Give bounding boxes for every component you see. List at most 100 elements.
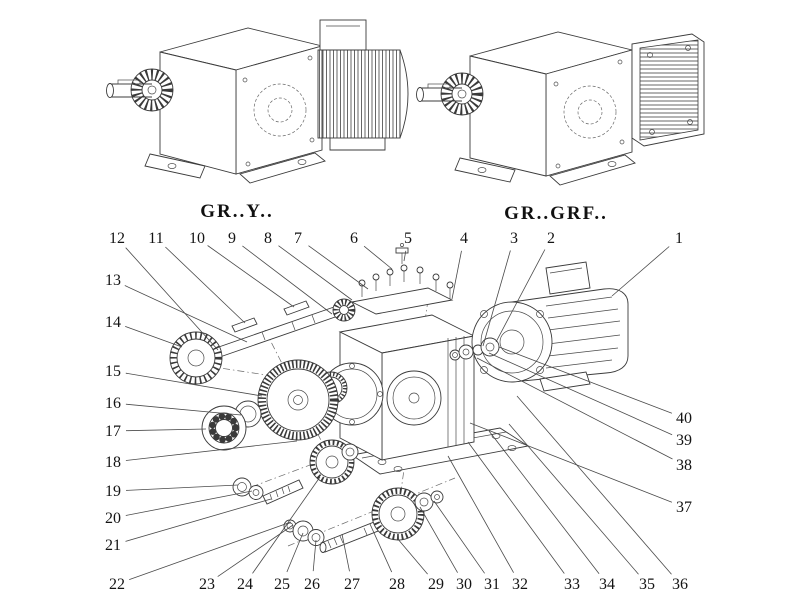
part-callout-23: 23 [199,576,215,593]
assembly-view-gr-grf [416,31,705,186]
leader-line-14 [125,326,183,348]
part-callout-37: 37 [676,499,692,516]
part-callout-14: 14 [105,314,121,331]
leader-line-9 [242,245,333,315]
part-callout-6: 6 [350,230,358,247]
leader-line-24 [252,476,321,574]
leader-line-21 [125,498,272,542]
part-callout-8: 8 [264,230,272,247]
part-callout-38: 38 [676,457,692,474]
part-callout-12: 12 [109,230,125,247]
part-callout-22: 22 [109,576,125,593]
leader-line-37 [469,422,673,503]
part-callout-26: 26 [304,576,320,593]
leader-line-25 [286,532,304,573]
part-callout-1: 1 [675,230,683,247]
breather-plug [395,243,409,264]
part-callout-13: 13 [105,272,121,289]
part-callout-3: 3 [510,230,518,247]
pinion-shaft-assembly [319,487,444,553]
part-callout-32: 32 [512,576,528,593]
part-callout-2: 2 [547,230,555,247]
leader-line-4 [451,250,462,300]
leader-line-5 [403,250,407,262]
part-callout-24: 24 [237,576,253,593]
leader-line-27 [341,533,350,572]
part-callout-19: 19 [105,483,121,500]
part-callout-5: 5 [404,230,412,247]
cover-and-bolts [350,243,454,315]
bottom-washers [283,519,325,546]
leader-line-28 [369,523,393,573]
part-callout-15: 15 [105,363,121,380]
assembly-view-gr-y [106,19,409,184]
leader-line-34 [488,430,600,574]
leader-line-17 [125,428,207,432]
part-callout-34: 34 [599,576,615,593]
oil-seal-ring [169,331,223,385]
part-callout-40: 40 [676,410,692,427]
leader-line-12 [125,247,219,351]
shaft-key [283,300,310,316]
part-callout-28: 28 [389,576,405,593]
second-stage-gear [309,439,359,485]
leader-line-19 [125,484,239,491]
leader-line-15 [125,372,263,397]
leader-line-2 [495,249,546,343]
part-callout-10: 10 [189,230,205,247]
view-title-gr-y: GR..Y.. [200,201,273,222]
part-callout-36: 36 [672,576,688,593]
cover-bolts [358,264,454,299]
leader-line-18 [125,440,298,461]
leader-line-10 [207,245,295,308]
leader-line-11 [165,246,246,324]
part-callout-4: 4 [460,230,468,247]
part-callout-30: 30 [456,576,472,593]
part-callout-20: 20 [105,510,121,527]
part-callout-16: 16 [105,395,121,412]
shaft-key [231,317,258,333]
leader-line-31 [433,500,485,574]
leader-line-22 [129,521,292,580]
leader-line-39 [488,352,673,436]
part-callout-11: 11 [148,230,163,247]
part-callout-29: 29 [428,576,444,593]
motor [471,261,629,392]
leader-line-3 [482,250,511,347]
part-callout-21: 21 [105,537,121,554]
part-callout-27: 27 [344,576,360,593]
input-shaft-parts [449,337,500,361]
part-callout-18: 18 [105,454,121,471]
leader-line-36 [516,395,672,575]
view-title-gr-grf: GR..GRF.. [504,203,608,224]
part-callout-39: 39 [676,432,692,449]
leader-line-13 [124,285,248,343]
part-callout-31: 31 [484,576,500,593]
leader-line-16 [125,403,242,416]
leader-line-40 [498,346,673,414]
leader-line-35 [508,423,639,575]
part-callout-7: 7 [294,230,302,247]
leader-line-29 [396,537,428,575]
exploded-view [169,243,629,553]
part-callout-25: 25 [274,576,290,593]
leader-line-6 [363,245,393,270]
leader-line-20 [125,490,253,516]
leader-line-8 [278,245,353,301]
leader-line-33 [467,441,565,574]
part-callout-33: 33 [564,576,580,593]
pinion-and-washers [232,477,304,505]
leader-line-30 [419,506,458,573]
part-callout-35: 35 [639,576,655,593]
part-callout-17: 17 [105,423,121,440]
leader-line-38 [476,357,673,460]
leader-line-1 [611,246,670,297]
leader-line-7 [308,245,369,290]
large-helical-gear [257,359,339,441]
leader-line-26 [312,539,317,572]
ball-bearing [201,405,247,451]
part-callout-9: 9 [228,230,236,247]
